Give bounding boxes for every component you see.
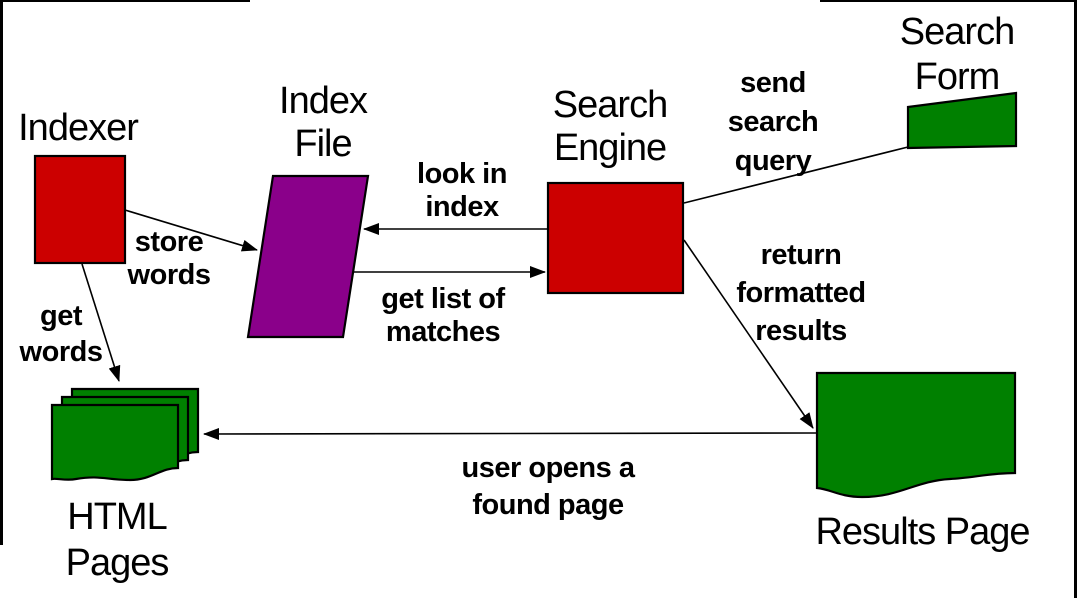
send-search-query-label: send search query xyxy=(727,67,819,177)
results-page-label: Results Page xyxy=(815,511,1030,553)
line-send-search-query xyxy=(683,146,909,204)
border-top-right-segment xyxy=(820,0,1075,2)
store-words-label: store words xyxy=(127,226,211,291)
get-list-of-matches-label: get list of matches xyxy=(381,283,505,348)
index-file-label: Index File xyxy=(279,80,368,165)
results-page-shape xyxy=(815,371,1017,499)
indexer-label: Indexer xyxy=(18,107,139,149)
search-form-label: Search Form xyxy=(899,11,1015,98)
user-opens-found-page-label: user opens a found page xyxy=(461,452,635,521)
get-words-label: get words xyxy=(19,300,103,368)
search-engine-label: Search Engine xyxy=(552,84,668,169)
index-file-shape xyxy=(246,174,370,339)
search-form-shape xyxy=(906,91,1018,150)
html-pages-stack xyxy=(50,387,200,482)
border-left xyxy=(0,0,3,545)
arrow-user-opens-found-page xyxy=(203,427,817,440)
look-in-index-label: look in index xyxy=(417,158,507,223)
border-top-left-segment xyxy=(0,0,250,2)
arrow-store-words xyxy=(124,209,258,252)
search-engine-box xyxy=(546,181,685,295)
html-pages-label: HTML Pages xyxy=(65,496,170,584)
indexer-box xyxy=(33,154,127,265)
arrow-return-formatted-results xyxy=(683,239,814,429)
return-formatted-results-label: return formatted results xyxy=(736,239,866,347)
border-right xyxy=(1074,0,1077,598)
html-page-front xyxy=(50,403,180,482)
arrow-get-words xyxy=(81,263,121,382)
